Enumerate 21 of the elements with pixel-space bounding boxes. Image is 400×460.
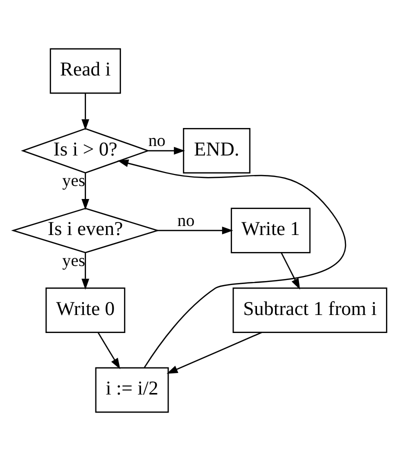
node-box: i := i/2 [95, 366, 169, 412]
arrow [98, 332, 120, 369]
node-diamond: Is i even? [11, 207, 160, 253]
arrow [117, 159, 346, 368]
arrow [280, 252, 300, 290]
arrow [148, 146, 185, 154]
arrow [166, 331, 262, 374]
edge-label: no [177, 210, 195, 230]
arrow [82, 92, 90, 130]
node-box: Write 1 [230, 207, 311, 253]
arrow [82, 172, 90, 210]
edge-label: no [148, 130, 166, 150]
arrow [157, 226, 234, 234]
edge-label: yes [62, 170, 86, 190]
node-box: Write 0 [46, 287, 126, 332]
node-box: Read i [50, 48, 121, 94]
node-box: Subtract 1 from i [232, 287, 388, 332]
edge-label: yes [62, 250, 86, 270]
arrow [82, 252, 90, 290]
node-box: END. [182, 128, 250, 173]
node-diamond: Is i > 0? [20, 128, 150, 173]
